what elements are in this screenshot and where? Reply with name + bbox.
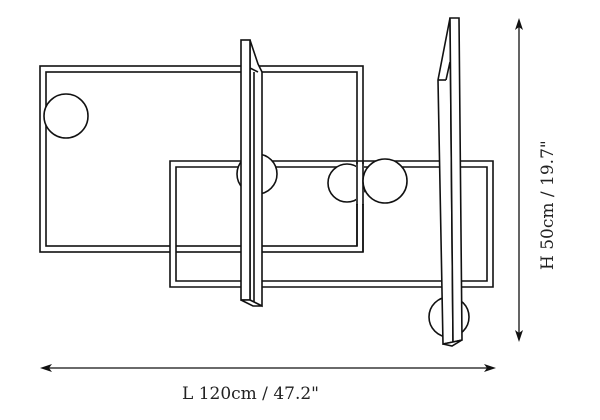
height-dimension-arrow xyxy=(515,18,523,342)
frame-left xyxy=(39,65,364,253)
vertical-bar-right xyxy=(428,17,470,347)
globe-light xyxy=(43,93,89,139)
globe-light xyxy=(362,158,408,204)
length-label: L 120cm / 47.2" xyxy=(182,384,319,404)
vertical-bar-left xyxy=(240,39,263,308)
length-dimension-arrow xyxy=(40,364,496,372)
height-label: H 50cm / 19.7" xyxy=(538,140,558,270)
